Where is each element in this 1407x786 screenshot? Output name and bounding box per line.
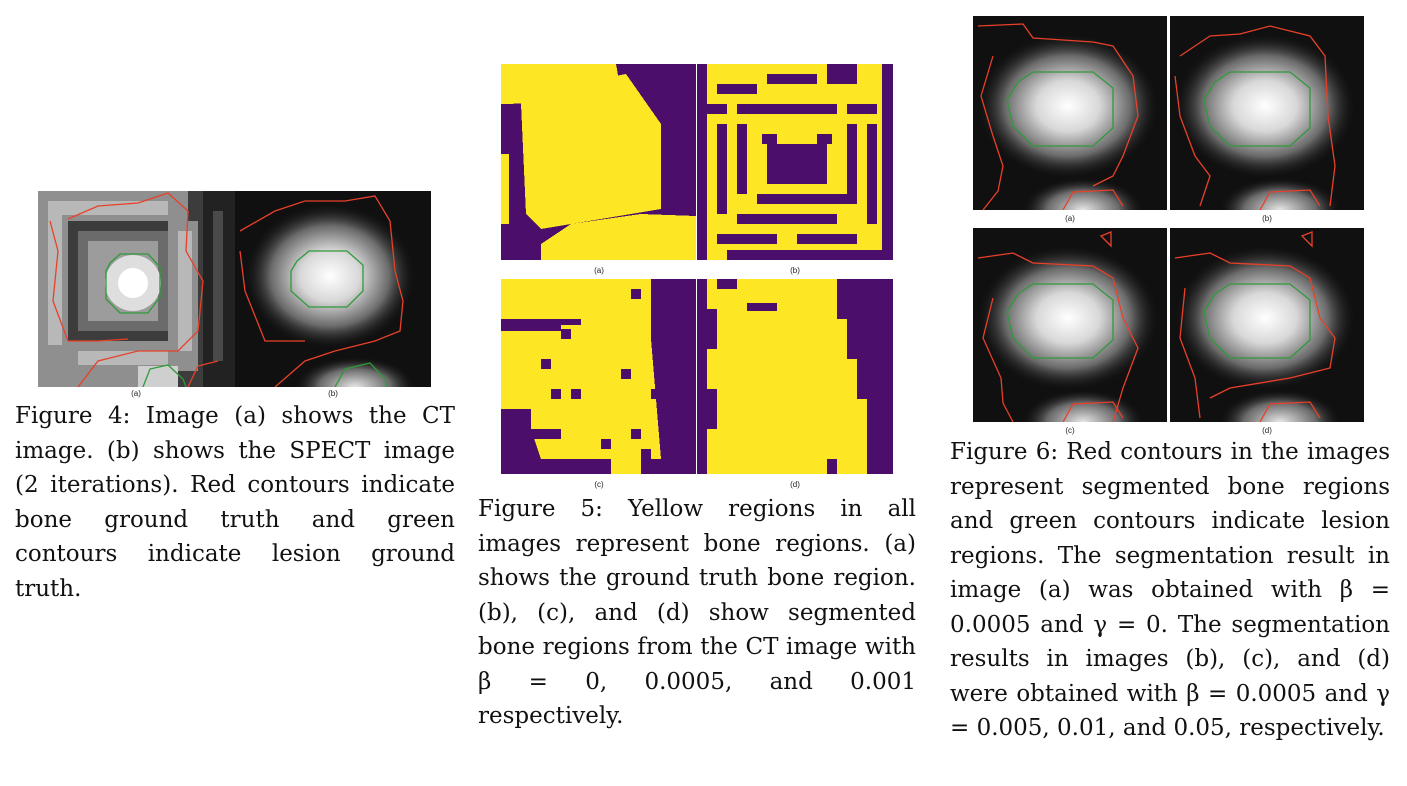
figure5-panel-b [697,64,893,260]
figure4-label-a: (a) [131,389,141,398]
figure6-label-b: (b) [1262,214,1272,223]
figure4-label-b: (b) [328,389,338,398]
figure5-label-a: (a) [594,266,604,275]
figure5-panel-a [501,64,696,260]
figure4-caption-text: Figure 4: Image (a) shows the CT image. … [15,403,455,602]
figure6-label-a: (a) [1065,214,1075,223]
figure5-panel-d [697,279,893,474]
figure6-panel-b [1170,16,1364,210]
figure4-ct-image [38,191,235,387]
figure5-panel-c [501,279,696,474]
figure6-label-c: (c) [1065,426,1075,435]
figure5-label-c: (c) [594,480,604,489]
figure6-panel-c [973,228,1167,422]
figure4-caption: Figure 4: Image (a) shows the CT image. … [15,399,455,606]
figure6-caption: Figure 6: Red contours in the images rep… [950,435,1390,746]
figure5-label-b: (b) [790,266,800,275]
figure5-caption-text: Figure 5: Yellow regions in all images r… [478,496,916,729]
figure6-label-d: (d) [1262,426,1272,435]
figure4-spect-image [235,191,431,387]
figure6-panel-a [973,16,1167,210]
figure6-caption-text: Figure 6: Red contours in the images rep… [950,439,1390,741]
figure5-caption: Figure 5: Yellow regions in all images r… [478,492,916,734]
figure5-label-d: (d) [790,480,800,489]
figure6-panel-d [1170,228,1364,422]
